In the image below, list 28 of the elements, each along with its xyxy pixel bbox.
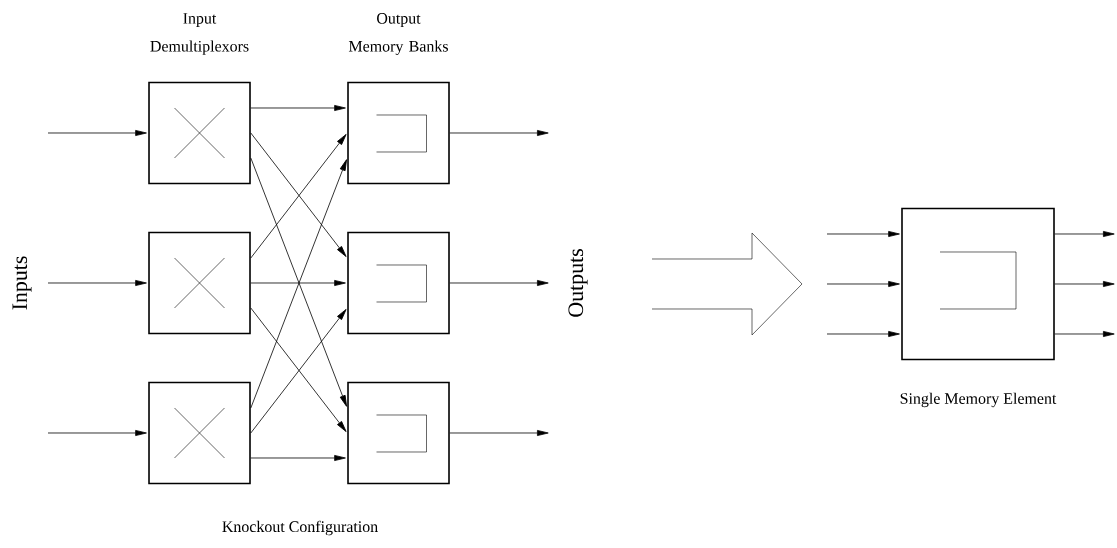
- arrow: [250, 455, 346, 461]
- arrow: [250, 105, 346, 111]
- arrow: [1054, 281, 1115, 287]
- arrow: [826, 231, 900, 237]
- demultiplexor-box: [148, 231, 251, 335]
- memory-bank-box: [347, 81, 450, 185]
- demultiplexor-box: [148, 381, 251, 485]
- column-heading: Output Memory Banks: [348, 13, 448, 55]
- arrow: [1054, 331, 1115, 337]
- memory-element-box: [901, 207, 1055, 361]
- memory-bank-box: [347, 231, 450, 335]
- side-label: Outputs: [568, 249, 588, 317]
- arrow: [826, 331, 900, 337]
- caption-text: Single Memory Element: [900, 392, 1057, 408]
- arrow: [47, 430, 147, 436]
- caption-text: Knockout Configuration: [222, 520, 378, 536]
- column-heading: Input Demultiplexors: [150, 13, 249, 55]
- side-label: Inputs: [12, 256, 32, 310]
- arrow: [1054, 231, 1115, 237]
- arrow: [47, 280, 147, 286]
- arrow: [449, 280, 549, 286]
- arrow: [250, 280, 346, 286]
- demultiplexor-box: [148, 81, 251, 185]
- arrow: [449, 430, 549, 436]
- memory-bank-box: [347, 381, 450, 485]
- arrow: [826, 281, 900, 287]
- arrow: [47, 130, 147, 136]
- arrow: [449, 130, 549, 136]
